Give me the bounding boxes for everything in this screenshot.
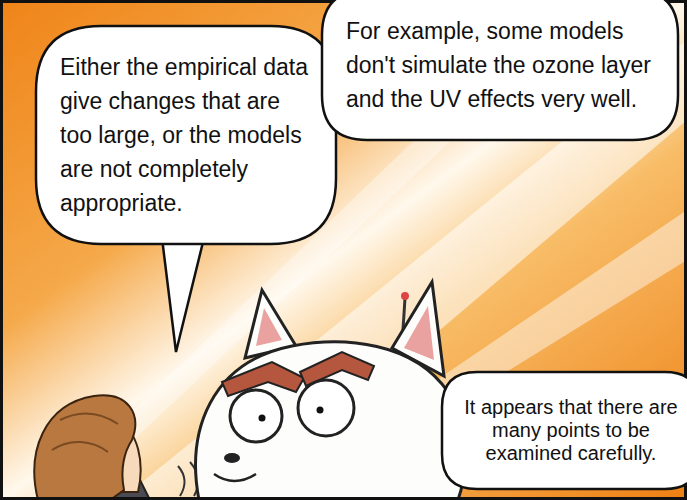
speech-bubble: Either the empirical data give changes t… — [36, 26, 336, 244]
speech-bubble: It appears that there are many points to… — [442, 372, 687, 489]
bubble-shape — [36, 26, 336, 244]
speech-text: It appears that there are many points to… — [464, 396, 678, 465]
cat-character — [196, 282, 465, 500]
girl-character — [34, 395, 150, 500]
bubble-tail — [162, 238, 204, 352]
bubble-shape — [322, 0, 678, 140]
speech-text: For example, some models don't simulate … — [346, 14, 654, 116]
speech-bubble: For example, some models don't simulate … — [322, 0, 678, 140]
speech-text: Either the empirical data give changes t… — [60, 50, 312, 220]
bubble-shape — [442, 372, 687, 489]
